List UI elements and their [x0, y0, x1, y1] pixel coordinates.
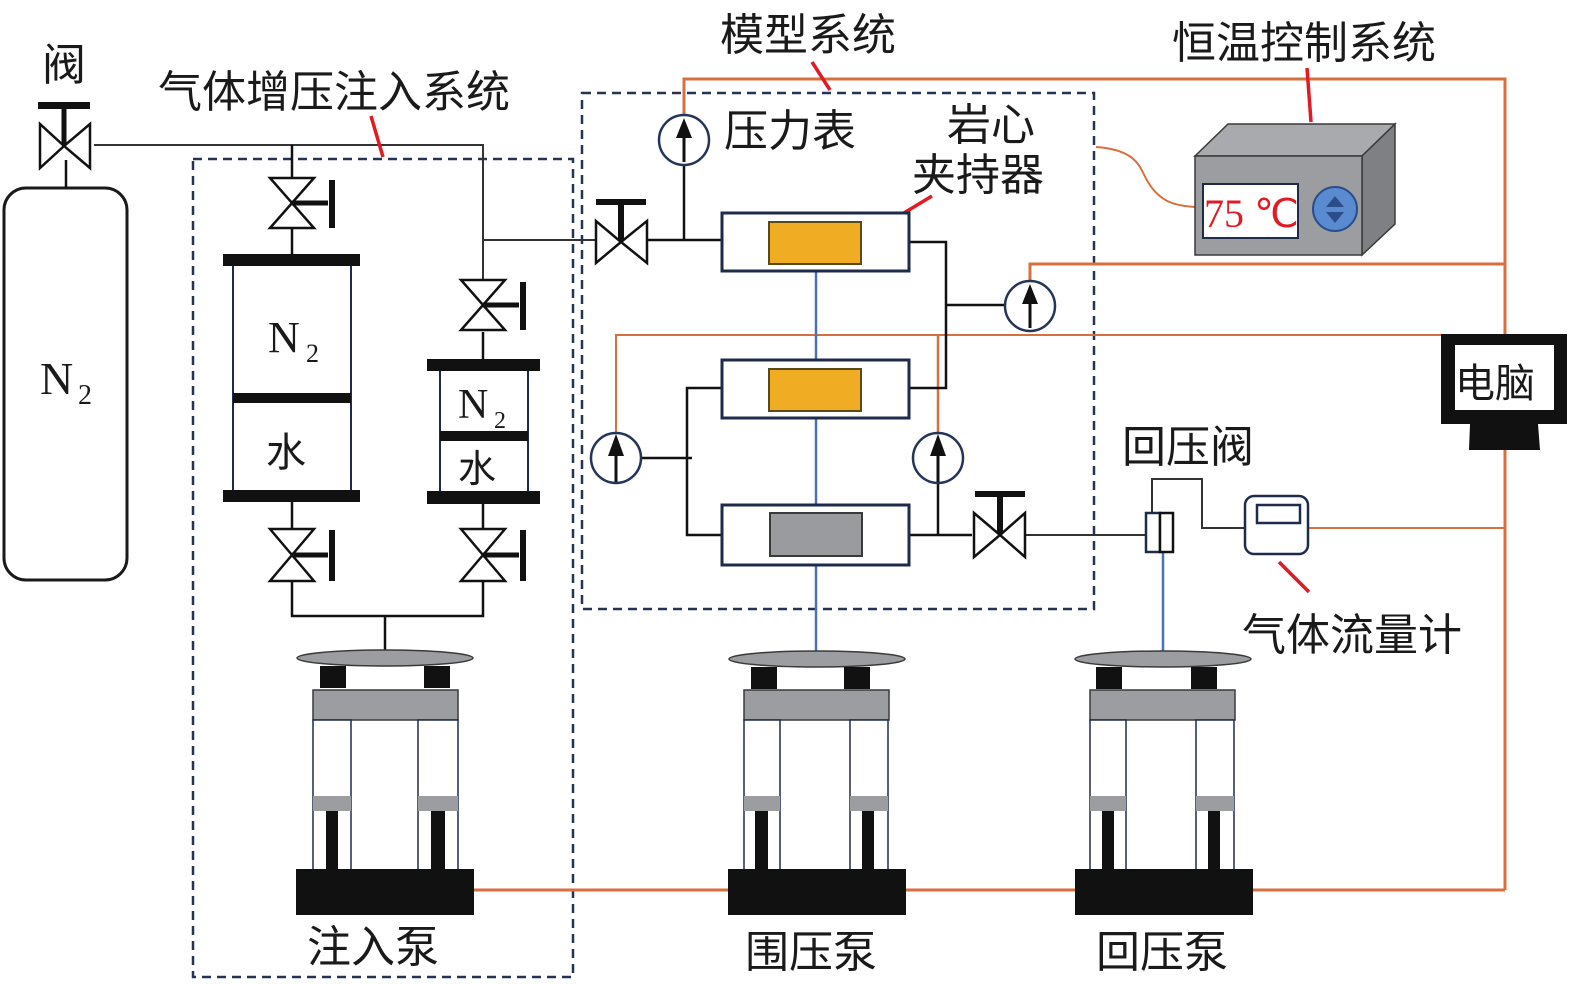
up-down-arrows-icon[interactable] [1312, 186, 1358, 232]
accumulator2-inlet-valve[interactable] [458, 278, 526, 332]
accumulator-1: N 2 水 [223, 254, 360, 502]
gas-boost-system-boundary [191, 157, 575, 979]
accumulator1-gas-label: N [268, 313, 300, 362]
accumulator1-gas-subscript: 2 [306, 339, 319, 368]
computer: 电脑 [1441, 334, 1567, 450]
gas-supply-piping [94, 144, 596, 652]
accumulator2-gas-label: N [458, 382, 488, 428]
model-system-boundary [580, 91, 1096, 611]
accumulator2-gas-subscript: 2 [494, 408, 506, 434]
dummy-core [769, 512, 863, 557]
confining-pressure-lines [814, 272, 1165, 660]
accumulator1-water-label: 水 [266, 430, 306, 476]
outlet-valve[interactable] [972, 491, 1027, 560]
pressure-gauge-left [589, 431, 643, 485]
computer-label: 电脑 [1455, 361, 1535, 407]
back-pressure-valve-label: 回压阀 [1122, 422, 1254, 473]
thermostat-system-label: 恒温控制系统 [1172, 18, 1436, 69]
model-system-piping [642, 165, 1245, 537]
core-holder-1 [720, 211, 911, 273]
gas-flowmeter [1243, 494, 1310, 556]
valve-label: 阀 [42, 40, 86, 91]
model-system-leader [810, 61, 832, 91]
model-inlet-valve[interactable] [594, 199, 649, 266]
gas-flowmeter-label: 气体流量计 [1242, 610, 1462, 661]
accumulator2-outlet-valve[interactable] [458, 527, 526, 583]
back-pressure-pump [1074, 650, 1253, 915]
temperature-readout: 75 ℃ [1204, 191, 1299, 236]
flowmeter-leader [1277, 560, 1311, 594]
accumulator1-outlet-valve[interactable] [267, 527, 335, 583]
accumulator-2: N 2 水 [427, 359, 540, 504]
injection-pump-label: 注入泵 [307, 922, 439, 973]
back-pressure-valve[interactable] [1144, 511, 1175, 554]
gas-boost-system-label: 气体增压注入系统 [158, 67, 510, 118]
thermostat-unit: 75 ℃ [1193, 122, 1397, 257]
back-pressure-pump-label: 回压泵 [1096, 927, 1228, 978]
model-system-label: 模型系统 [720, 10, 896, 61]
accumulator1-inlet-valve[interactable] [267, 176, 335, 230]
core-holder-label-1: 岩心 [947, 100, 1035, 151]
accumulator2-water-label: 水 [458, 447, 496, 491]
core-sample-1 [768, 221, 862, 265]
core-holder-2 [720, 358, 911, 420]
n2-gas-cylinder: N 2 [2, 160, 129, 582]
pressure-gauge-outlet [911, 431, 965, 485]
thermostat-leader [1305, 67, 1313, 123]
temperature-display [1202, 183, 1299, 239]
cylinder-gas-subscript: 2 [78, 380, 92, 411]
confining-pump-label: 围压泵 [745, 927, 877, 978]
core-holder-label-2: 夹持器 [912, 150, 1044, 201]
gas-boost-leader [369, 115, 385, 158]
pressure-gauge-upper-right [1003, 279, 1057, 333]
core-holder-3 [720, 503, 911, 567]
cylinder-gas-label: N [40, 353, 73, 404]
confining-pressure-pump [728, 650, 906, 915]
injection-pump [296, 649, 474, 915]
pressure-gauge-inlet [657, 113, 711, 167]
core-sample-2 [768, 368, 862, 412]
pressure-gauge-label: 压力表 [724, 106, 856, 157]
cylinder-valve[interactable] [38, 102, 92, 171]
